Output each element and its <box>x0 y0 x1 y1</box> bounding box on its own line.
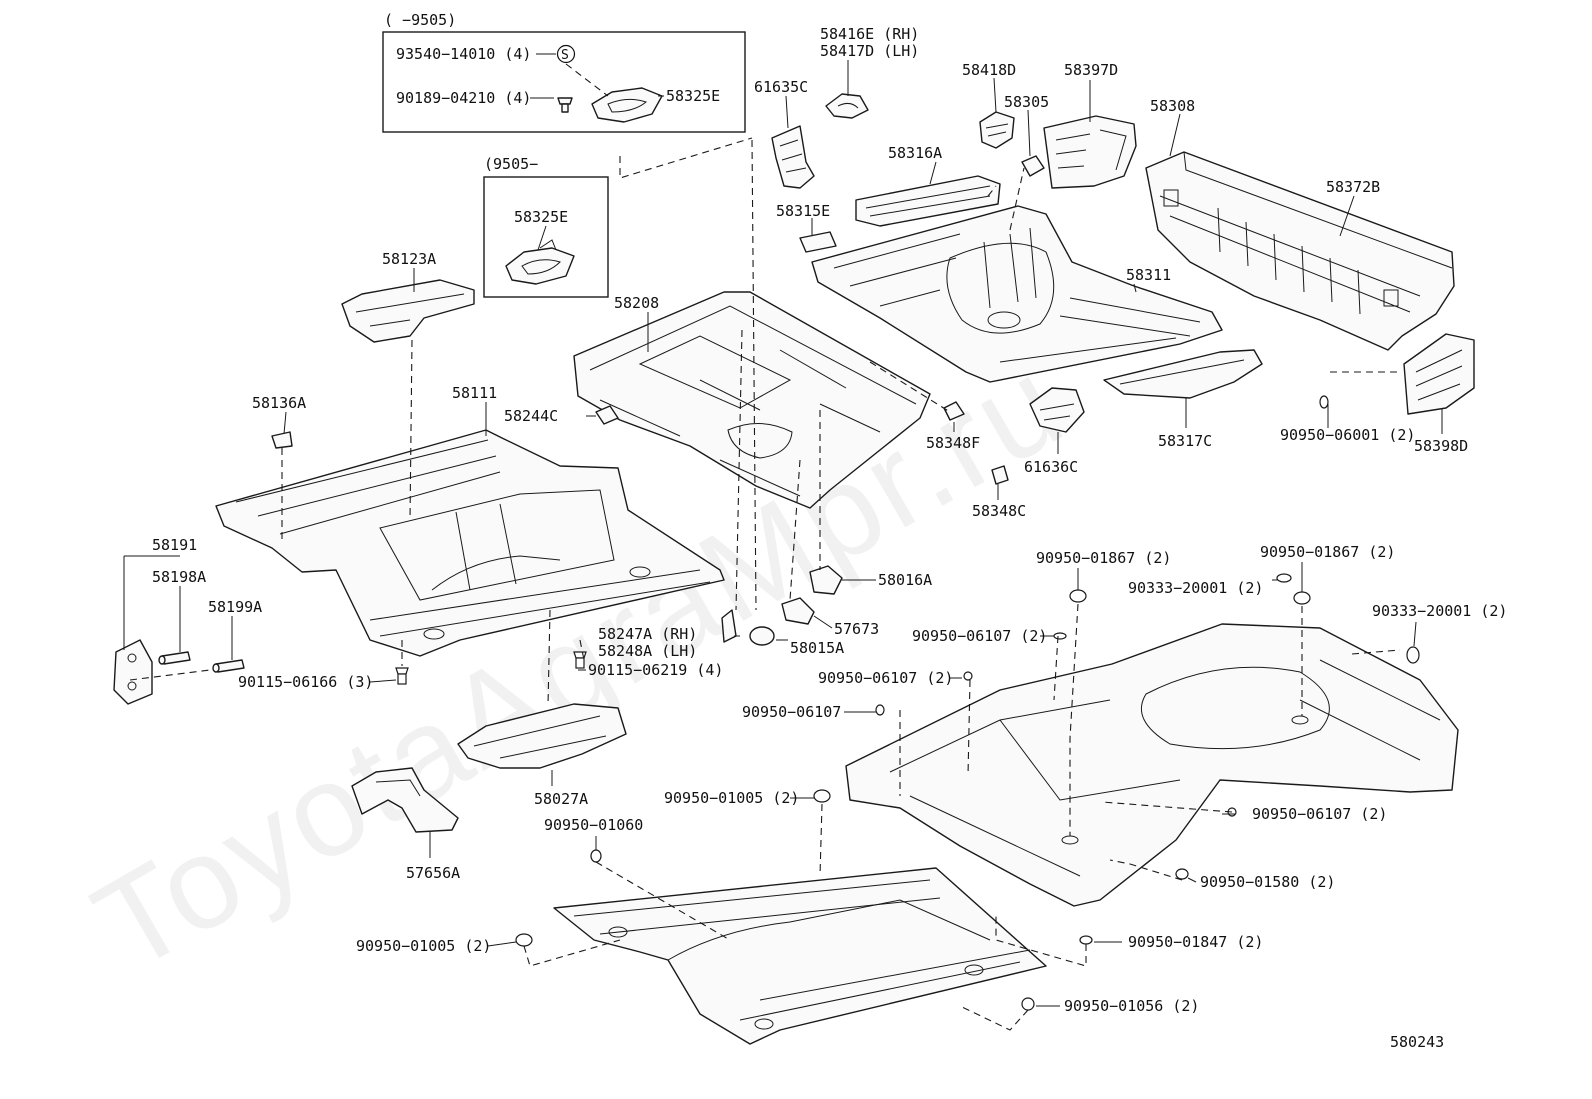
box-from-9505: (9505− <box>483 155 609 298</box>
diagram-id: 580243 <box>1390 1033 1444 1051</box>
part-bolt-90189 <box>557 97 573 113</box>
label-58397D: 58397D <box>1064 61 1118 79</box>
label-58311: 58311 <box>1126 266 1171 284</box>
box-mid-header: (9505− <box>484 155 538 173</box>
part-58191 <box>113 639 153 705</box>
part-58111 <box>215 429 725 657</box>
label-61636C: 61636C <box>1024 458 1078 476</box>
label-58199A: 58199A <box>208 598 262 616</box>
label-58416E: 58416E (RH) <box>820 25 919 43</box>
box-top-header: ( −9505) <box>384 11 456 29</box>
label-58398D: 58398D <box>1414 437 1468 455</box>
label-90950-01847: 90950−01847 (2) <box>1128 933 1263 951</box>
s-symbol-letter: S <box>561 48 569 63</box>
label-61635C: 61635C <box>754 78 808 96</box>
label-58308: 58308 <box>1150 97 1195 115</box>
label-90950-01060: 90950−01060 <box>544 816 643 834</box>
part-58027A <box>457 703 627 769</box>
label-58417D: 58417D (LH) <box>820 42 919 60</box>
label-58016A: 58016A <box>878 571 932 589</box>
part-58016A <box>809 565 843 595</box>
part-58015A <box>749 626 775 646</box>
label-90950-01580: 90950−01580 (2) <box>1200 873 1335 891</box>
label-90115-06219: 90115−06219 (4) <box>588 661 723 679</box>
label-90189-04210: 90189−04210 (4) <box>396 89 531 107</box>
label-58208: 58208 <box>614 294 659 312</box>
label-58325E-upper: 58325E <box>666 87 720 105</box>
assembly-lines <box>129 63 1401 1031</box>
part-58316A <box>855 175 1001 227</box>
label-58305: 58305 <box>1004 93 1049 111</box>
part-58325E-lower <box>505 239 575 285</box>
label-58015A: 58015A <box>790 639 844 657</box>
part-58199A <box>212 659 245 673</box>
part-58348C <box>991 465 1009 485</box>
label-58372B: 58372B <box>1326 178 1380 196</box>
part-58325E-upper <box>591 87 663 123</box>
label-90950-01867-b: 90950−01867 (2) <box>1260 543 1395 561</box>
part-58397D <box>1043 115 1137 189</box>
part-57673 <box>781 597 815 625</box>
part-58315E <box>799 231 837 253</box>
leader-lines <box>123 53 1443 1007</box>
part-58398D <box>1403 333 1475 415</box>
label-58111: 58111 <box>452 384 497 402</box>
label-58317C: 58317C <box>1158 432 1212 450</box>
part-61636C <box>1029 387 1085 433</box>
label-58244C: 58244C <box>504 407 558 425</box>
label-58315E: 58315E <box>776 202 830 220</box>
label-58348F: 58348F <box>926 434 980 452</box>
label-57656A: 57656A <box>406 864 460 882</box>
part-clip-90115-06219 <box>573 651 587 669</box>
label-90950-06107-c: 90950−06107 <box>742 703 841 721</box>
box-until-9505: ( −9505) <box>382 11 746 133</box>
part-58305 <box>1021 155 1045 177</box>
part-labels: 93540−14010 (4) 90189−04210 (4) 58325E 5… <box>152 25 1507 1051</box>
part-58198A <box>158 651 191 665</box>
label-90333-20001-b: 90333−20001 (2) <box>1372 602 1507 620</box>
label-58123A: 58123A <box>382 250 436 268</box>
part-58418D <box>979 111 1015 149</box>
label-58198A: 58198A <box>152 568 206 586</box>
label-58316A: 58316A <box>888 144 942 162</box>
label-58348C: 58348C <box>972 502 1026 520</box>
part-58317C <box>1103 349 1263 399</box>
part-61635C <box>771 125 815 189</box>
s-symbol: S <box>556 44 576 64</box>
label-57673: 57673 <box>834 620 879 638</box>
part-underbody-front <box>553 867 1047 1045</box>
part-underbody-rear <box>845 623 1459 907</box>
part-58136A <box>271 431 293 449</box>
label-90950-01005-a: 90950−01005 (2) <box>664 789 799 807</box>
label-58191: 58191 <box>152 536 197 554</box>
part-58311 <box>811 205 1223 383</box>
label-90115-06166: 90115−06166 (3) <box>238 673 373 691</box>
label-90950-06107-b: 90950−06107 (2) <box>818 669 953 687</box>
part-58348F <box>943 401 965 421</box>
part-58244C <box>595 405 619 425</box>
part-58416E <box>825 93 869 119</box>
part-58372B <box>1145 151 1455 351</box>
label-58248A: 58248A (LH) <box>598 642 697 660</box>
label-58136A: 58136A <box>252 394 306 412</box>
label-58027A: 58027A <box>534 790 588 808</box>
label-90950-01056: 90950−01056 (2) <box>1064 997 1199 1015</box>
label-58418D: 58418D <box>962 61 1016 79</box>
label-58325E-lower: 58325E <box>514 208 568 226</box>
part-58123A <box>341 279 475 343</box>
label-90950-06107-a: 90950−06107 (2) <box>912 627 1047 645</box>
label-90950-06001: 90950−06001 (2) <box>1280 426 1415 444</box>
label-58247A: 58247A (RH) <box>598 625 697 643</box>
label-90333-20001-a: 90333−20001 (2) <box>1128 579 1263 597</box>
label-90950-01005-b: 90950−01005 (2) <box>356 937 491 955</box>
label-90950-01867-a: 90950−01867 (2) <box>1036 549 1171 567</box>
label-93540-14010: 93540−14010 (4) <box>396 45 531 63</box>
part-57656A <box>351 767 459 833</box>
part-clip-90115-06166 <box>395 667 409 685</box>
label-90950-06107-d: 90950−06107 (2) <box>1252 805 1387 823</box>
